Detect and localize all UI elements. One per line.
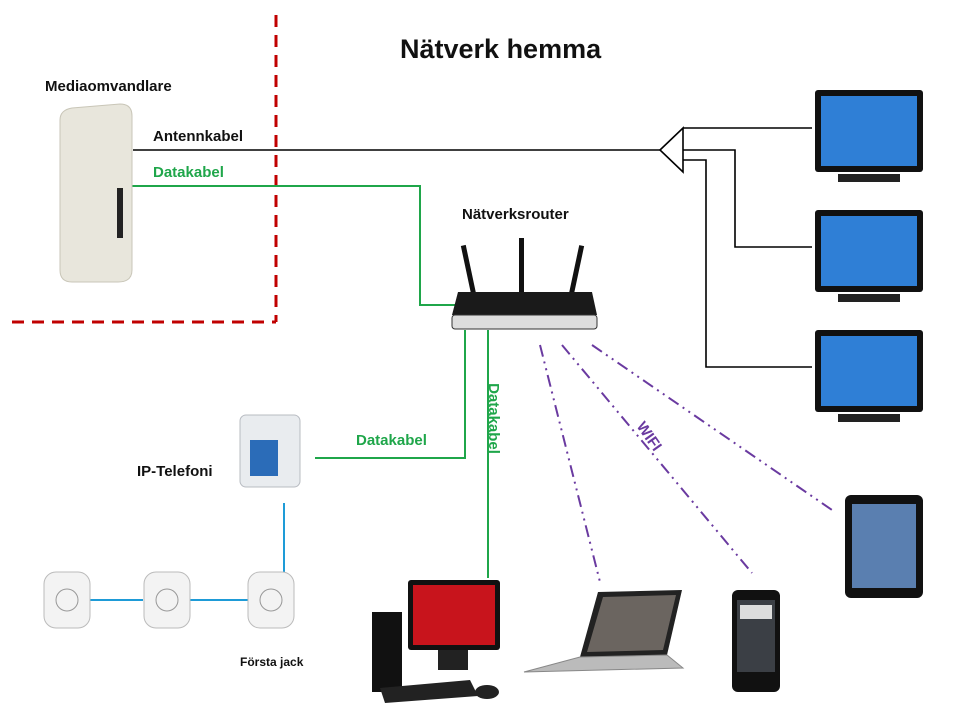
antenna-cable [133,126,812,368]
boundary-dashed-line [12,15,278,324]
wifi-links [539,344,833,583]
tablet [845,495,923,598]
media-converter-label: Mediaomvandlare [45,78,172,95]
desktop-computer [372,580,500,703]
phone-jack-1 [43,571,91,629]
ip-phone-label: IP-Telefoni [137,463,213,480]
data-cables [120,185,489,578]
first-jack-label: Första jack [240,655,304,669]
smartphone [732,590,780,692]
tv-1 [815,90,923,182]
page-title: Nätverk hemma [400,34,602,64]
phone-jack-first [247,571,295,629]
data-cable-label-vertical: Datakabel [484,383,502,454]
phone-cables [90,503,285,601]
phone-jack-2 [143,571,191,629]
tv-2 [815,210,923,302]
data-cable-label-ip: Datakabel [356,432,427,449]
antenna-cable-label: Antennkabel [153,128,244,145]
media-converter-device [59,103,133,283]
router-label: Nätverksrouter [462,206,569,223]
data-cable-label-top: Datakabel [153,164,224,181]
ip-phone-adapter [239,414,301,488]
router-device [451,238,598,330]
tv-3 [815,330,923,422]
laptop [523,590,685,673]
